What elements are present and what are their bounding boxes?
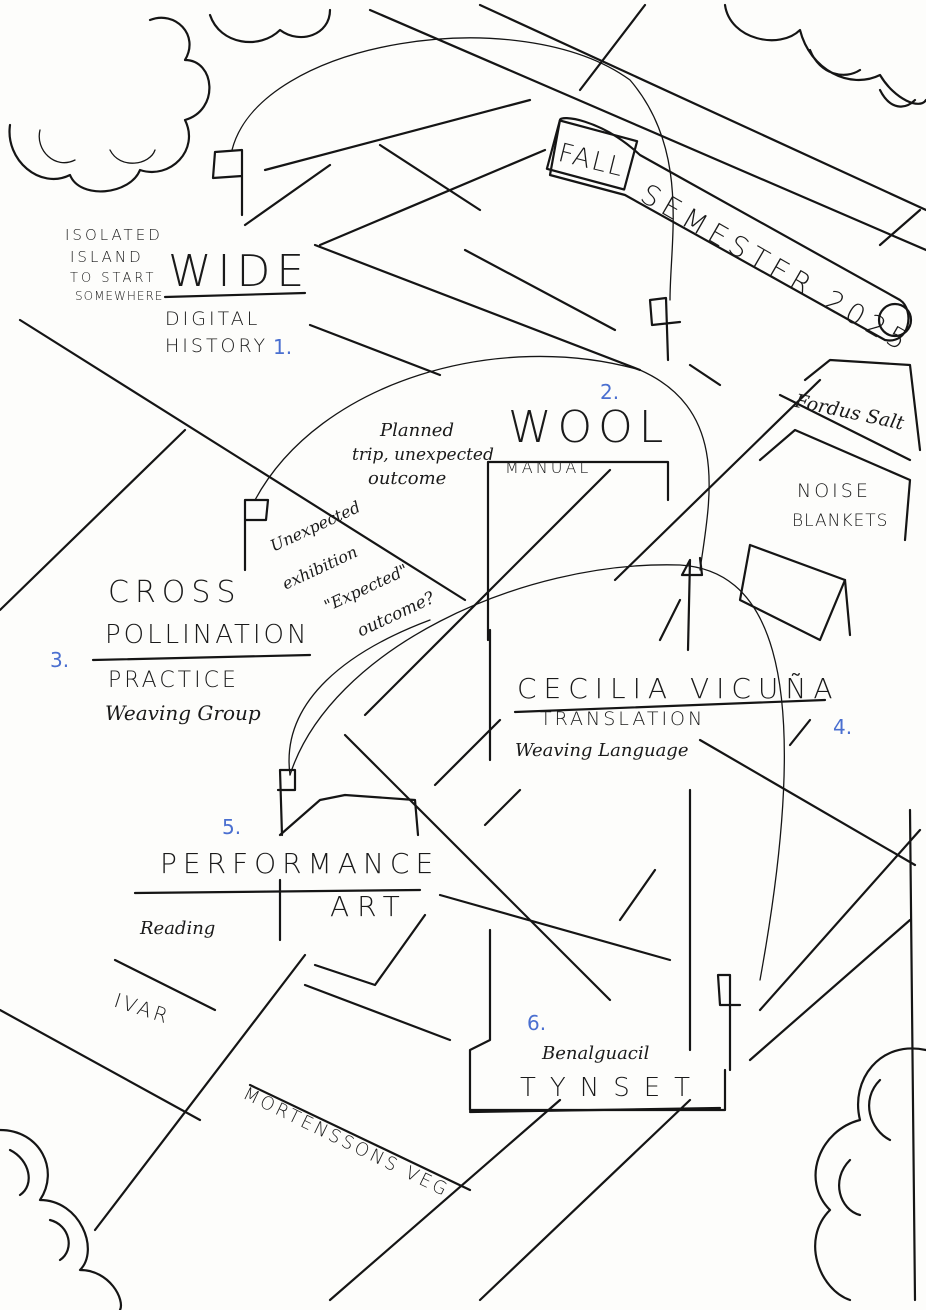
route-2-3 bbox=[254, 355, 710, 571]
cloud-top-mid bbox=[208, 8, 332, 44]
cloud-top-right bbox=[723, 3, 926, 108]
stop-5-number: 5. bbox=[222, 815, 242, 839]
stop-3-detail: Weaving Group bbox=[105, 701, 261, 725]
banner-roll-end bbox=[877, 302, 913, 338]
stop-1-title: WIDE bbox=[168, 246, 311, 297]
landmark-noise-blankets: BLANKETS bbox=[792, 511, 889, 531]
flag-3 bbox=[243, 498, 270, 572]
stop-6-detail: Benalguacil bbox=[542, 1043, 650, 1064]
flag-2 bbox=[648, 296, 682, 362]
flag-6 bbox=[716, 973, 742, 1072]
stop-5-title: ART bbox=[330, 890, 408, 923]
stop-4-subtitle: TRANSLATION bbox=[540, 708, 706, 730]
stop-3-number: 3. bbox=[50, 648, 70, 672]
stop-1-note-line: SOMEWHERE bbox=[75, 289, 164, 303]
stop-4-number: 4. bbox=[833, 715, 853, 739]
stop-6-title: TYNSET bbox=[520, 1073, 705, 1103]
stop-2-subtitle: MANUAL bbox=[505, 458, 592, 477]
stop-6-number: 6. bbox=[527, 1011, 547, 1035]
flag-4 bbox=[680, 556, 704, 652]
stop-3-subtitle: PRACTICE bbox=[108, 668, 239, 693]
stop-2-title: WOOL bbox=[508, 402, 670, 453]
route-5-6 bbox=[288, 619, 431, 776]
stop-2-note-line: trip, unexpected bbox=[352, 445, 494, 465]
stop-3-title: CROSS bbox=[108, 575, 242, 610]
stop-3-title: POLLINATION bbox=[105, 620, 310, 650]
stop-1-note-line: ISOLATED bbox=[65, 226, 163, 244]
stop-1-note-line: TO START bbox=[70, 271, 157, 286]
stop-1-note-line: ISLAND bbox=[70, 248, 144, 266]
stop-2-note-line: outcome bbox=[368, 468, 447, 489]
banner-fall-box bbox=[545, 119, 639, 191]
stop-1-subtitle: HISTORY bbox=[165, 335, 269, 357]
route-1-2 bbox=[231, 37, 674, 301]
stop-1-subtitle: DIGITAL bbox=[165, 308, 261, 330]
stop-4-detail: Weaving Language bbox=[515, 740, 689, 761]
route-3-4 bbox=[289, 564, 785, 981]
cloud-top-left bbox=[8, 16, 211, 193]
cloud-top-left-inner bbox=[38, 129, 156, 164]
cloud-bottom-left bbox=[0, 1128, 123, 1310]
flag-1 bbox=[211, 148, 244, 217]
banner-ribbon bbox=[548, 117, 910, 342]
stop-5-detail: Reading bbox=[140, 918, 216, 939]
landmark-noise-blankets: NOISE bbox=[797, 480, 871, 502]
stop-5-title: PERFORMANCE bbox=[160, 847, 440, 880]
flag-5 bbox=[276, 768, 297, 837]
stop-4-title: CECILIA VICUÑA bbox=[517, 672, 840, 705]
stop-1-number: 1. bbox=[273, 335, 293, 359]
stop-2-note-line: Planned bbox=[380, 420, 454, 441]
stop-2-number: 2. bbox=[600, 380, 620, 404]
cloud-bottom-right bbox=[814, 1047, 926, 1302]
